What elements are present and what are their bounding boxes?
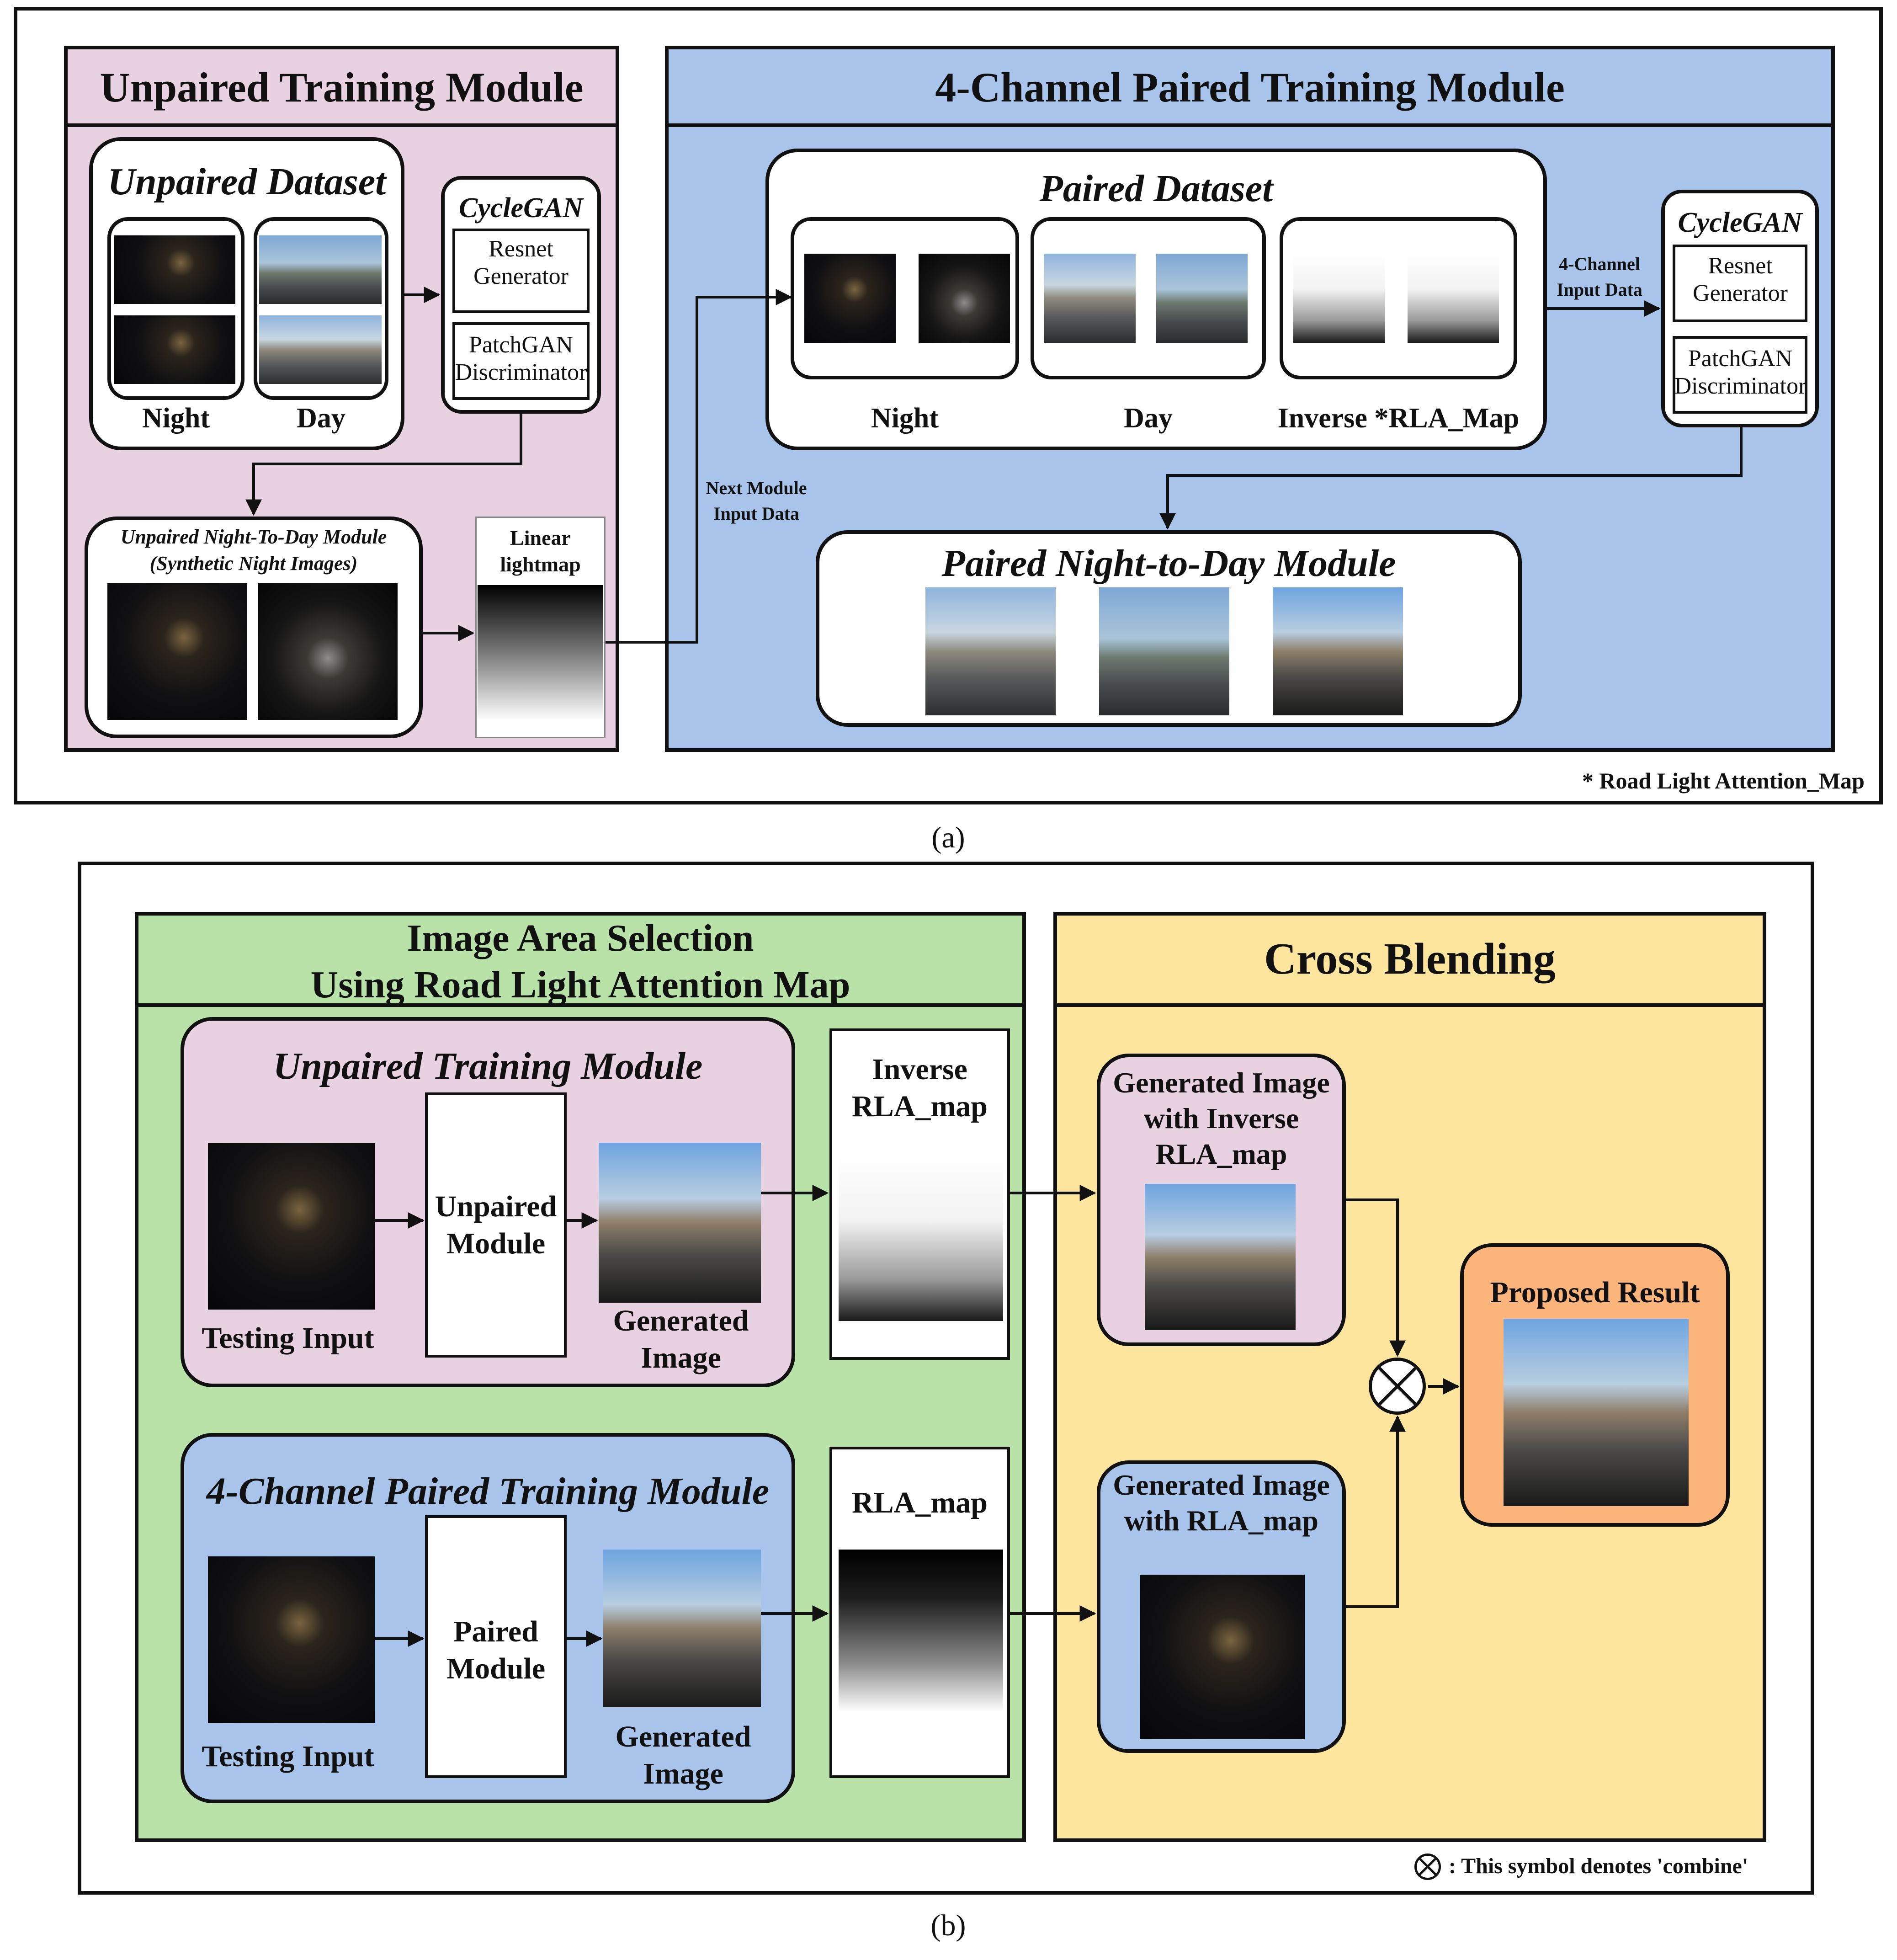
selection-title-divider [135, 1003, 1026, 1007]
proposed-result-image [1504, 1319, 1689, 1506]
arrow-inverse-gen-to-combine [1346, 1198, 1406, 1357]
paired-n2d-output-image [1099, 587, 1229, 715]
unpaired-n2d-title: Unpaired Night-To-Day Module [120, 526, 387, 548]
paired-night-label: Night [871, 403, 939, 434]
unpaired-night-label: Night [142, 403, 210, 434]
paired-module-title-a: 4-Channel Paired Training Module [935, 64, 1565, 111]
day-image [1044, 254, 1136, 343]
day-image [1156, 254, 1248, 343]
synthetic-night-image [258, 583, 398, 720]
rla-map-image [839, 1550, 1003, 1712]
selection-title-line1: Image Area Selection [407, 917, 754, 959]
unpaired-title-divider [64, 123, 619, 127]
generated-image-label: Generated Image [613, 1304, 749, 1374]
arrow-lightmap-to-paired-dataset [606, 289, 792, 644]
night-image [919, 254, 1010, 343]
next-module-input-label: Next Module Input Data [706, 478, 807, 524]
night-image [114, 315, 235, 384]
inverse-rla-map-label: Inverse RLA_map [851, 1053, 988, 1123]
generated-with-inverse-rla-label: Generated Image with Inverse RLA_map [1113, 1066, 1330, 1171]
paired-module-label: Paired Module [446, 1615, 546, 1685]
generated-image [599, 1143, 761, 1303]
paired-day-label: Day [1124, 403, 1173, 434]
unpaired-module-title-b: Unpaired Training Module [273, 1045, 703, 1087]
linear-lightmap-label: Linear lightmap [500, 526, 581, 576]
night-image [114, 235, 235, 304]
paired-title-divider [665, 123, 1835, 127]
unpaired-module-box [425, 1092, 567, 1358]
patchgan-discriminator-label: PatchGAN Discriminator [1674, 346, 1807, 399]
resnet-generator-box [452, 229, 590, 313]
resnet-generator-box [1673, 245, 1807, 322]
paired-dataset-title: Paired Dataset [1039, 167, 1273, 210]
paired-module-title-b: 4-Channel Paired Training Module [206, 1470, 770, 1513]
inverse-rla-map-image [839, 1154, 1003, 1321]
cyclegan-title: CycleGAN [1678, 207, 1802, 238]
rla-map-label: RLA_map [851, 1486, 988, 1519]
generated-with-rla-label: Generated Image with RLA_map [1113, 1469, 1330, 1537]
paired-module-box [425, 1515, 567, 1778]
arrow-rla-gen-to-combine [1346, 1415, 1406, 1608]
arrow-cyclegan-to-n2d [245, 414, 522, 516]
unpaired-module-label: Unpaired Module [435, 1190, 557, 1260]
cross-blending-title: Cross Blending [1264, 934, 1556, 984]
paired-n2d-title: Paired Night-to-Day Module [941, 542, 1396, 585]
unpaired-dataset-title: Unpaired Dataset [107, 160, 386, 203]
day-image [259, 315, 382, 384]
cyclegan-title: CycleGAN [458, 192, 584, 224]
testing-input-image [208, 1556, 375, 1723]
proposed-result-label: Proposed Result [1490, 1276, 1700, 1309]
generated-with-rla-image [1140, 1575, 1305, 1739]
linear-lightmap-image [478, 585, 603, 736]
four-channel-input-label: 4-Channel Input Data [1557, 254, 1642, 300]
inverse-rla-image [1293, 254, 1385, 343]
generated-image-label: Generated Image [615, 1720, 751, 1790]
combine-symbol [1369, 1358, 1426, 1415]
day-image [259, 235, 382, 304]
testing-input-image [208, 1143, 375, 1310]
night-image [804, 254, 896, 343]
cross-title-divider [1053, 1003, 1766, 1007]
arrow-cyclegan-to-paired-n2d [1159, 427, 1743, 530]
unpaired-module-title-a: Unpaired Training Module [100, 64, 584, 111]
testing-input-label: Testing Input [202, 1321, 374, 1355]
paired-n2d-output-image [925, 587, 1056, 715]
combine-symbol-legend-icon [1414, 1853, 1441, 1880]
rla-footnote: * Road Light Attention_Map [1582, 768, 1865, 794]
inverse-rla-image [1408, 254, 1499, 343]
combine-footnote: : This symbol denotes 'combine' [1449, 1854, 1748, 1878]
patchgan-discriminator-box [452, 322, 590, 400]
patchgan-discriminator-box [1673, 336, 1807, 414]
paired-inverse-rla-label: Inverse *RLA_Map [1277, 403, 1520, 434]
resnet-generator-label: Resnet Generator [473, 236, 569, 289]
caption-a: (a) [931, 821, 965, 854]
synthetic-night-image [107, 583, 247, 720]
patchgan-discriminator-label: PatchGAN Discriminator [455, 332, 587, 385]
generated-with-inverse-rla-image [1145, 1184, 1296, 1330]
unpaired-day-label: Day [297, 403, 345, 434]
paired-n2d-output-image [1273, 587, 1403, 715]
testing-input-label: Testing Input [202, 1740, 374, 1773]
resnet-generator-label: Resnet Generator [1693, 253, 1788, 306]
caption-b: (b) [930, 1909, 966, 1942]
unpaired-n2d-subtitle: (Synthetic Night Images) [149, 552, 358, 575]
generated-image [603, 1550, 761, 1707]
selection-title-line2: Using Road Light Attention Map [310, 964, 850, 1006]
